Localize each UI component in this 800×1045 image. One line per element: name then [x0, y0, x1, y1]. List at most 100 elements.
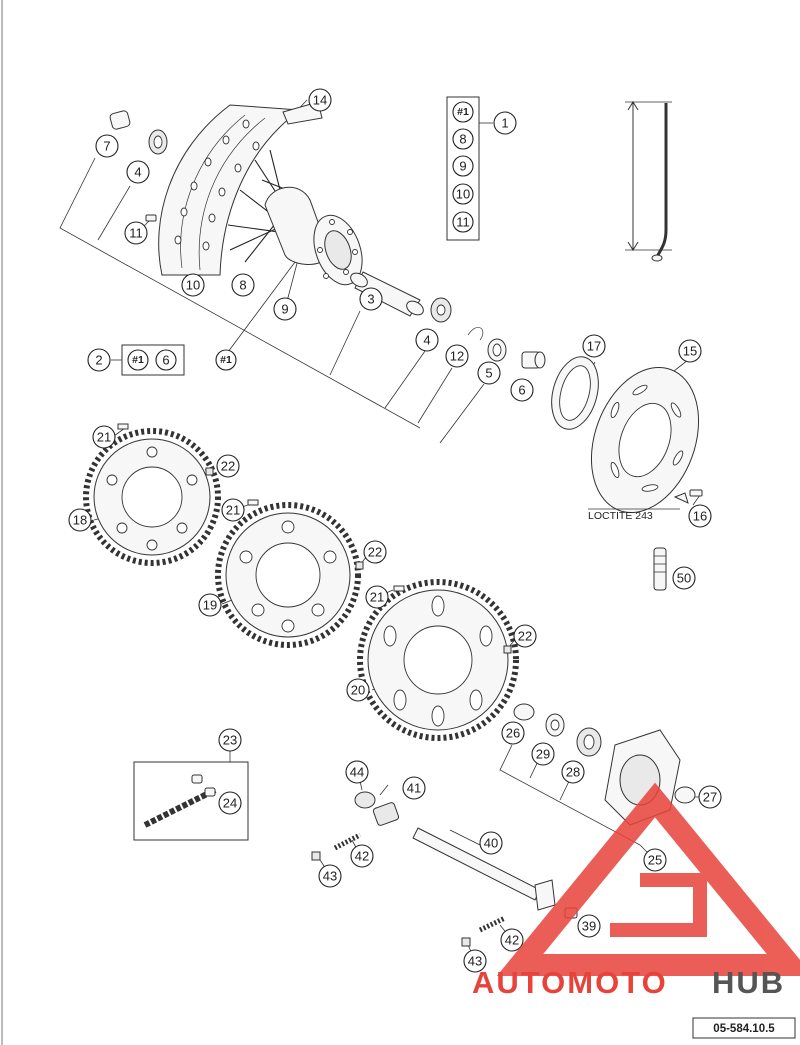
- callout-15: 15: [678, 339, 702, 363]
- callout-4: 4: [126, 160, 150, 184]
- spoke-dimension: [625, 101, 672, 262]
- callout-5: 5: [477, 361, 501, 385]
- sprocket-20: [357, 579, 519, 741]
- kit-item-label: 11: [456, 215, 470, 230]
- svg-text:9: 9: [281, 302, 288, 317]
- svg-text:15: 15: [683, 344, 697, 359]
- callout-3: 3: [359, 287, 383, 311]
- hub-ref-callout: #1: [215, 349, 237, 371]
- tool-part: [653, 547, 667, 591]
- svg-text:25: 25: [648, 853, 662, 868]
- svg-text:18: 18: [73, 513, 87, 528]
- callout-29: 29: [531, 742, 555, 766]
- kit2-item-2: 6: [155, 349, 177, 371]
- callout-2: 2: [87, 348, 111, 372]
- callout-44: 44: [345, 760, 369, 784]
- svg-text:23: 23: [223, 733, 237, 748]
- callout-39: 39: [577, 914, 601, 938]
- callout-40: 40: [479, 831, 503, 855]
- svg-text:40: 40: [484, 836, 498, 851]
- svg-text:20: 20: [351, 683, 365, 698]
- svg-text:14: 14: [313, 93, 327, 108]
- svg-text:19: 19: [203, 598, 217, 613]
- svg-text:21: 21: [370, 590, 384, 605]
- svg-text:6: 6: [518, 383, 525, 398]
- callout-8: 8: [231, 273, 255, 297]
- kit-item-label: 10: [456, 187, 470, 202]
- kit-item-label: 9: [459, 159, 466, 174]
- sprocket-19: [215, 502, 361, 648]
- callout-19: 19: [198, 593, 222, 617]
- drawing-number: 05-584.10.5: [713, 1023, 775, 1035]
- callout-6: 6: [510, 378, 534, 402]
- svg-text:2: 2: [95, 353, 102, 368]
- kit2-item-1: #1: [127, 349, 149, 371]
- kit2-item-label: #1: [132, 354, 144, 366]
- callout-23: 23: [218, 728, 242, 752]
- rim-part: [158, 101, 323, 276]
- svg-text:43: 43: [468, 954, 482, 969]
- hub-ref-label: #1: [220, 354, 232, 366]
- callout-28: 28: [561, 760, 585, 784]
- svg-text:22: 22: [518, 629, 532, 644]
- svg-text:17: 17: [587, 339, 601, 354]
- callouts: 14 7 4 11 10 8 9 3 1 2 4 12 5 6 17 15 16…: [68, 88, 722, 973]
- drawing-number-box: 05-584.10.5: [692, 1017, 796, 1039]
- svg-text:16: 16: [693, 509, 707, 524]
- callout-50: 50: [672, 566, 696, 590]
- callout-24: 24: [218, 791, 242, 815]
- hub-part: [264, 186, 363, 286]
- svg-text:22: 22: [368, 545, 382, 560]
- kit-item-label: #1: [457, 106, 469, 118]
- svg-text:29: 29: [536, 747, 550, 762]
- svg-text:22: 22: [221, 459, 235, 474]
- sprocket-bolts: [117, 423, 512, 654]
- svg-text:12: 12: [450, 349, 464, 364]
- callout-1: 1: [493, 111, 517, 135]
- watermark-text-1: AUTOMOTO: [472, 965, 668, 1000]
- spacer-tube-part: [350, 271, 424, 317]
- circlip-part: [467, 327, 484, 341]
- callout-12: 12: [445, 344, 469, 368]
- svg-text:26: 26: [506, 726, 520, 741]
- sprocket-18: [83, 428, 221, 566]
- callout-4-lower: 4: [415, 328, 439, 352]
- svg-text:8: 8: [239, 278, 246, 293]
- disc-adapter-part: [551, 356, 599, 430]
- callout-7: 7: [95, 134, 119, 158]
- svg-text:50: 50: [677, 571, 691, 586]
- svg-text:27: 27: [703, 790, 717, 805]
- svg-text:28: 28: [566, 765, 580, 780]
- svg-text:3: 3: [367, 292, 374, 307]
- kit-item-5: 11: [452, 211, 474, 233]
- svg-text:5: 5: [485, 366, 492, 381]
- svg-text:10: 10: [186, 278, 200, 293]
- svg-text:21: 21: [97, 430, 111, 445]
- callout-9: 9: [273, 297, 297, 321]
- brake-disc-part: [590, 366, 700, 514]
- svg-text:24: 24: [223, 796, 237, 811]
- callout-20: 20: [346, 678, 370, 702]
- callout-25: 25: [643, 848, 667, 872]
- kit2-item-label: 6: [162, 353, 169, 368]
- callout-42-b: 42: [500, 928, 524, 952]
- svg-text:11: 11: [129, 226, 143, 241]
- callout-21-c: 21: [365, 585, 389, 609]
- callout-41: 41: [402, 776, 426, 800]
- axle-parts: [311, 791, 578, 947]
- svg-text:43: 43: [323, 869, 337, 884]
- callout-22-c: 22: [513, 624, 537, 648]
- svg-text:42: 42: [355, 849, 369, 864]
- svg-text:41: 41: [407, 781, 421, 796]
- small-parts-top: [109, 110, 168, 222]
- callout-17: 17: [582, 334, 606, 358]
- callout-43-b: 43: [463, 949, 487, 973]
- callout-42: 42: [350, 844, 374, 868]
- watermark-text-2: HUB: [712, 965, 785, 1000]
- kit-item-2: 8: [452, 128, 474, 150]
- kit2-box: #1 6: [111, 344, 185, 376]
- callout-22: 22: [216, 454, 240, 478]
- callout-10: 10: [181, 273, 205, 297]
- callout-26: 26: [501, 721, 525, 745]
